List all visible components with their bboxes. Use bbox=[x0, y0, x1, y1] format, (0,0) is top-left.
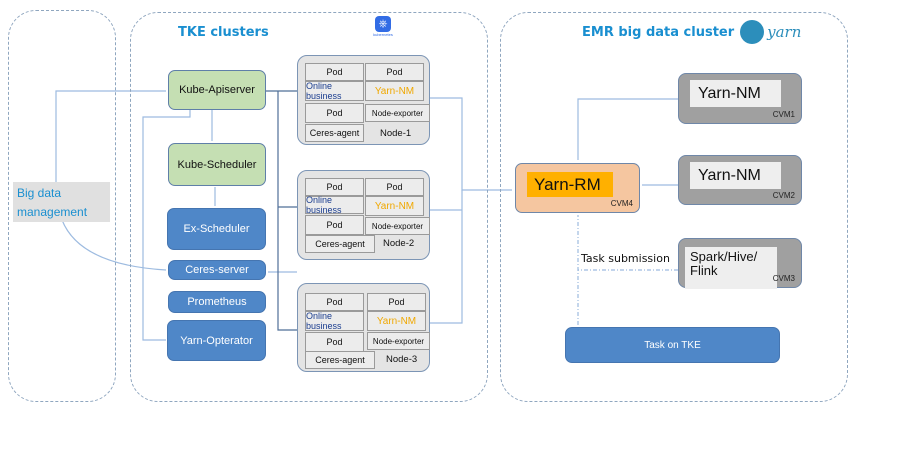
task-submission-label: Task submission bbox=[581, 252, 670, 265]
ceres-agent-pod: Ceres-agent bbox=[305, 124, 364, 142]
cvm2: Yarn-NM CVM2 bbox=[678, 155, 802, 205]
emr-cluster-zone bbox=[500, 12, 848, 402]
cvm1: Yarn-NM CVM1 bbox=[678, 73, 802, 124]
node-2: Pod Pod Online business Yarn-NM Pod Node… bbox=[297, 170, 430, 260]
node-label: Node-2 bbox=[383, 238, 415, 249]
host-label: CVM3 bbox=[772, 274, 795, 283]
kubernetes-logo-text: kubernetes bbox=[373, 32, 393, 37]
tke-title: TKE clusters bbox=[178, 25, 269, 40]
kube-scheduler: Kube-Scheduler bbox=[168, 143, 266, 186]
connector-apiserver-nodes bbox=[266, 90, 297, 331]
host-label: CVM2 bbox=[772, 191, 795, 200]
ceres-agent-pod: Ceres-agent bbox=[305, 235, 375, 253]
task-on-tke: Task on TKE bbox=[565, 327, 780, 363]
online-business-pod: Online business bbox=[305, 81, 364, 101]
yarn-nm-pod: Yarn-NM bbox=[365, 196, 424, 216]
node-3: Pod Pod Online business Yarn-NM Pod Node… bbox=[297, 283, 430, 372]
emr-header: EMR big data cluster yarn bbox=[582, 20, 801, 44]
node-label: Node-3 bbox=[386, 354, 418, 365]
pod: Pod bbox=[305, 332, 364, 352]
left-panel bbox=[8, 10, 116, 402]
pod: Pod bbox=[305, 178, 364, 196]
yarn-logo-icon bbox=[740, 20, 765, 44]
pod: Pod bbox=[305, 215, 364, 235]
yarn-nm-pod: Yarn-NM bbox=[365, 81, 424, 101]
prometheus: Prometheus bbox=[168, 291, 266, 313]
yarn-nm-label: Yarn-NM bbox=[690, 80, 781, 107]
emr-title: EMR big data cluster bbox=[582, 24, 735, 40]
pod: Pod bbox=[365, 178, 424, 196]
kube-apiserver: Kube-Apiserver bbox=[168, 70, 266, 110]
pod: Pod bbox=[365, 63, 424, 81]
node-1: Pod Pod Online business Yarn-NM Pod Node… bbox=[297, 55, 430, 145]
kubernetes-logo: ⎈ kubernetes bbox=[372, 16, 394, 38]
online-business-pod: Online business bbox=[305, 195, 364, 215]
node-exporter-pod: Node-exporter bbox=[367, 332, 430, 350]
connector-apiserver-operator bbox=[142, 110, 191, 341]
yarn-nm-pod: Yarn-NM bbox=[367, 311, 426, 331]
node-exporter-pod: Node-exporter bbox=[365, 104, 430, 122]
connector-node3-rm bbox=[430, 190, 463, 324]
yarn-operator: Yarn-Opterator bbox=[167, 320, 266, 361]
yarn-rm-label: Yarn-RM bbox=[527, 172, 613, 197]
host-label: CVM1 bbox=[772, 110, 795, 119]
host-label: CVM4 bbox=[610, 199, 633, 208]
pod: Pod bbox=[305, 293, 364, 311]
yarn-nm-label: Yarn-NM bbox=[690, 162, 781, 189]
node-exporter-pod: Node-exporter bbox=[365, 217, 430, 235]
ex-scheduler: Ex-Scheduler bbox=[167, 208, 266, 250]
connector-mgmt-ceres bbox=[61, 219, 167, 271]
big-data-management-label: Big data management bbox=[13, 182, 110, 222]
node-label: Node-1 bbox=[380, 128, 412, 139]
ceres-server: Ceres-server bbox=[168, 260, 266, 280]
ceres-agent-pod: Ceres-agent bbox=[305, 351, 375, 369]
kubernetes-icon: ⎈ bbox=[375, 16, 391, 32]
cvm3: Spark/Hive/ Flink CVM3 bbox=[678, 238, 802, 289]
pod: Pod bbox=[305, 63, 364, 81]
spark-hive-flink-label: Spark/Hive/ Flink bbox=[685, 247, 777, 289]
yarn-logo-text: yarn bbox=[767, 23, 802, 41]
online-business-pod: Online business bbox=[305, 311, 364, 331]
pod: Pod bbox=[305, 103, 364, 123]
pod: Pod bbox=[367, 293, 426, 311]
connector-mgmt-apiserver bbox=[55, 90, 166, 182]
connector-cvm1-rm bbox=[577, 98, 678, 160]
tke-cluster-zone bbox=[130, 12, 488, 402]
yarn-rm: Yarn-RM CVM4 bbox=[515, 163, 640, 213]
